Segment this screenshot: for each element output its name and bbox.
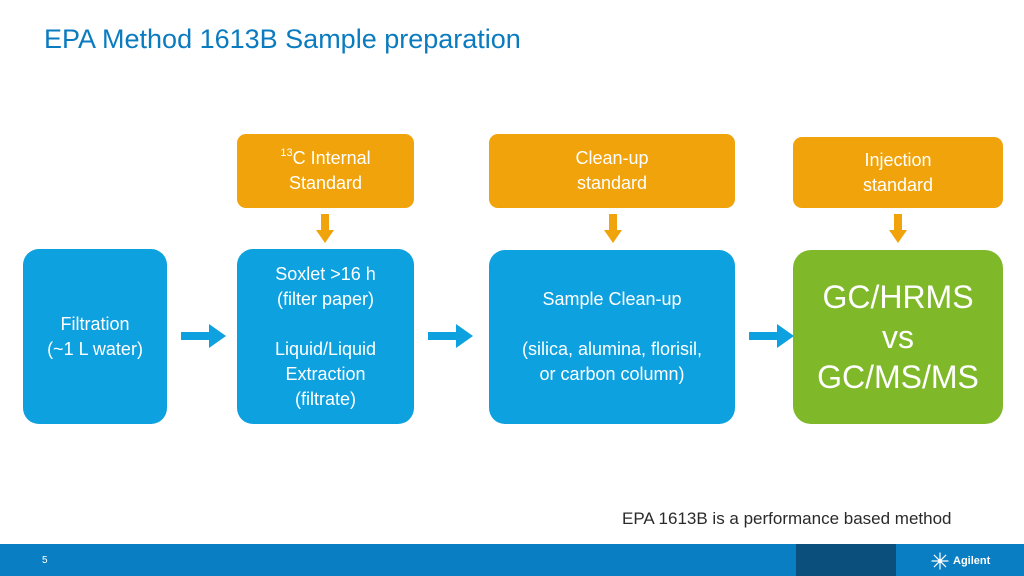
extraction-line4: Extraction [285,363,366,384]
slide-title: EPA Method 1613B Sample preparation [44,24,521,54]
internal-standard-line2: Standard [288,173,363,193]
footer-bar [0,544,796,576]
cleanup-standard-line2: standard [576,173,648,193]
injection-standard-line2: standard [862,174,934,195]
analysis-line2: vs [882,319,914,355]
filtration-line1: Filtration [60,313,130,334]
internal-standard-line1: 13C Internal [280,147,371,168]
extraction-line3: Liquid/Liquid [274,338,377,359]
analysis-line1: GC/HRMS [822,279,974,315]
footer-bar-end [896,544,1024,576]
filtration-box: Filtration (~1 L water) [23,249,167,424]
spark-icon [931,552,949,570]
injection-standard-box: Injection standard [793,137,1003,208]
right-arrow-icon [181,324,226,348]
sample-cleanup-line1: Sample Clean-up [542,289,682,309]
analysis-box: GC/HRMS vs GC/MS/MS [793,250,1003,424]
extraction-line2: (filter paper) [276,288,375,309]
sample-cleanup-line2: (silica, alumina, florisil, [521,339,703,359]
injection-standard-line1: Injection [864,149,932,170]
down-arrow-icon [889,214,907,243]
extraction-box: Soxlet >16 h (filter paper) Liquid/Liqui… [237,249,414,424]
agilent-logo: Agilent [931,551,990,571]
footer-accent-block [796,544,896,576]
right-arrow-icon [428,324,473,348]
down-arrow-icon [316,214,334,243]
sample-cleanup-box: Sample Clean-up (silica, alumina, floris… [489,250,735,424]
extraction-line5: (filtrate) [294,388,356,409]
page-number: 5 [42,555,48,566]
sample-cleanup-line3: or carbon column) [539,364,685,384]
logo-text: Agilent [953,555,991,567]
footnote: EPA 1613B is a performance based method [622,509,952,528]
analysis-line3: GC/MS/MS [817,359,979,395]
right-arrow-icon [749,324,794,348]
extraction-line1: Soxlet >16 h [275,263,376,284]
internal-standard-box: 13C Internal Standard [237,134,414,208]
down-arrow-icon [604,214,622,243]
isotope-superscript: 13 [280,147,293,159]
cleanup-standard-box: Clean-up standard [489,134,735,208]
filtration-line2: (~1 L water) [47,338,143,359]
cleanup-standard-line1: Clean-up [575,148,649,168]
